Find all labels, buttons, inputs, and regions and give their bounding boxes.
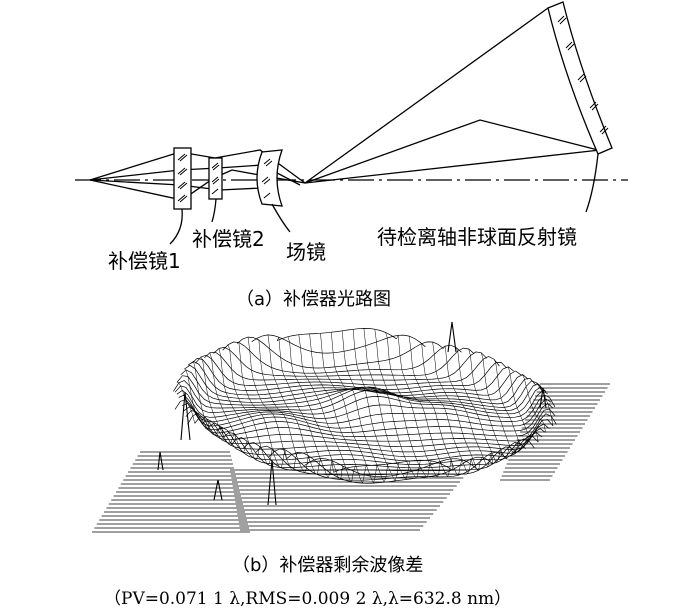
leader-comp2 [211, 198, 217, 223]
caption-a: （a）补偿器光路图 [236, 289, 391, 310]
compensator-lens-2-hatch [211, 162, 220, 195]
wavefront-surface-mesh [173, 328, 557, 484]
leader-comp1 [169, 208, 183, 245]
optical-path-diagram [75, 1, 628, 245]
caption-b-stats: （PV=0.071 1 λ,RMS=0.009 2 λ,λ=632.8 nm） [104, 589, 511, 609]
ray-upper-1 [89, 7, 549, 184]
wavefront-spikes [157, 321, 547, 506]
field-lens-hatch [261, 158, 273, 199]
compensator-lens-1-hatch [177, 153, 188, 203]
ray-lower-3 [304, 149, 601, 184]
field-lens [256, 149, 283, 207]
leader-field [271, 203, 291, 233]
label-aspheric-mirror: 待检离轴非球面反射镜 [377, 225, 577, 249]
label-field-lens: 场镜 [286, 240, 326, 264]
aspheric-mirror-hatch [557, 15, 609, 135]
label-compensator-lens-2: 补偿镜2 [192, 227, 265, 251]
ray-return [304, 119, 599, 184]
caption-b: （b）补偿器剩余波像差 [232, 555, 423, 576]
plot-base-hatch [92, 383, 610, 533]
residual-wavefront-plot [92, 321, 610, 533]
label-compensator-lens-1: 补偿镜1 [108, 249, 181, 273]
leader-mirror [585, 153, 599, 213]
